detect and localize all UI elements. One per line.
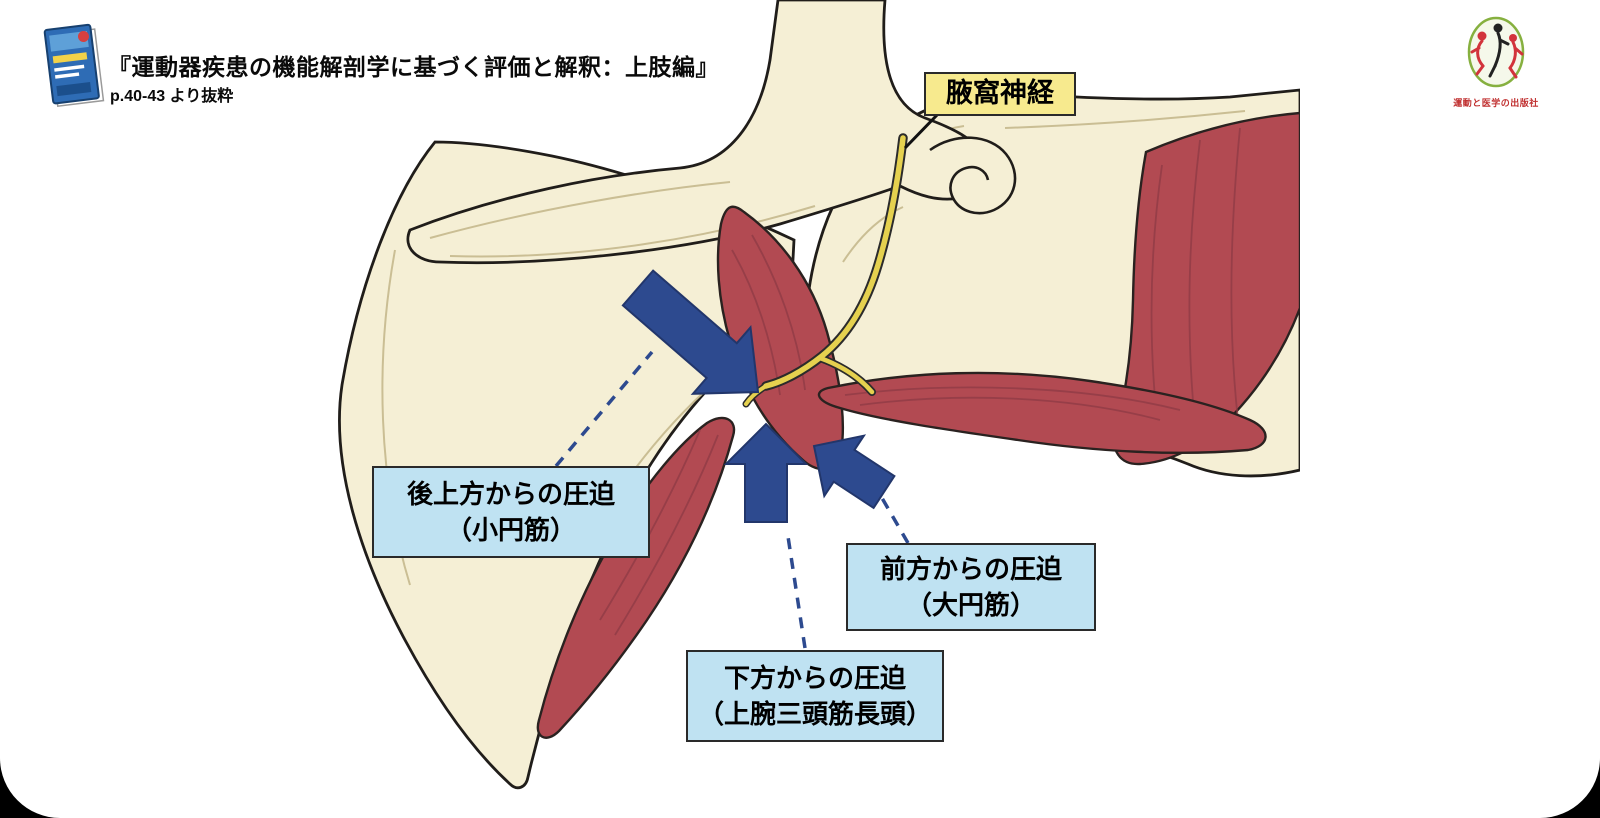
inferior-label-line1: 下方からの圧迫 (723, 662, 906, 693)
nerve-label-pointer-line (903, 112, 940, 150)
anterior-label-line2: （大円筋） (905, 590, 1036, 620)
logo-figure-black-middle (1488, 23, 1510, 78)
anatomy-illustration (338, 0, 1300, 790)
anterior-compression-label: 前方からの圧迫 （大円筋） (846, 543, 1096, 631)
compression-arrow-anterior (812, 434, 896, 510)
compression-arrow-posterosuperior (621, 269, 760, 395)
logo-figure-red-right (1508, 34, 1524, 79)
upper-arm-muscle-band (1113, 111, 1300, 466)
axillary-nerve-label-text: 腋窩神経 (946, 78, 1054, 109)
posterosuperior-compression-label: 後上方からの圧迫 （小円筋） (372, 466, 650, 558)
publisher-logo-icon (1467, 16, 1525, 88)
book-cover-thumbnail (43, 23, 105, 107)
publisher-logo: 運動と医学の出版社 (1446, 14, 1546, 109)
compression-arrow-inferior (723, 422, 809, 523)
leader-line-anterior (880, 497, 910, 544)
posterosuperior-label-line2: （小円筋） (445, 515, 576, 545)
leader-line-inferior (785, 529, 807, 649)
book-title: 『運動器疾患の機能解剖学に基づく評価と解釈：上肢編』 (108, 54, 719, 80)
triceps-long-head-muscle (536, 416, 736, 739)
anterior-label-line1: 前方からの圧迫 (879, 553, 1062, 584)
posterosuperior-label-line1: 後上方からの圧迫 (406, 478, 615, 509)
inferior-label-line2: （上腕三頭筋長頭） (697, 699, 932, 729)
axillary-nerve (742, 133, 908, 408)
coracoid-curl (929, 136, 1017, 215)
teres-minor-muscle (716, 205, 845, 471)
source-note: p.40-43 より抜粋 (110, 88, 234, 105)
teres-major-muscle (817, 371, 1267, 454)
axillary-nerve-label: 腋窩神経 (924, 72, 1076, 116)
inferior-compression-label: 下方からの圧迫 （上腕三頭筋長頭） (686, 650, 944, 742)
scapular-spine-acromion-bone (406, 0, 1017, 265)
publisher-name: 運動と医学の出版社 (1453, 98, 1539, 108)
logo-figure-red-left (1470, 31, 1487, 76)
leader-line-posterosuperior (554, 350, 654, 468)
